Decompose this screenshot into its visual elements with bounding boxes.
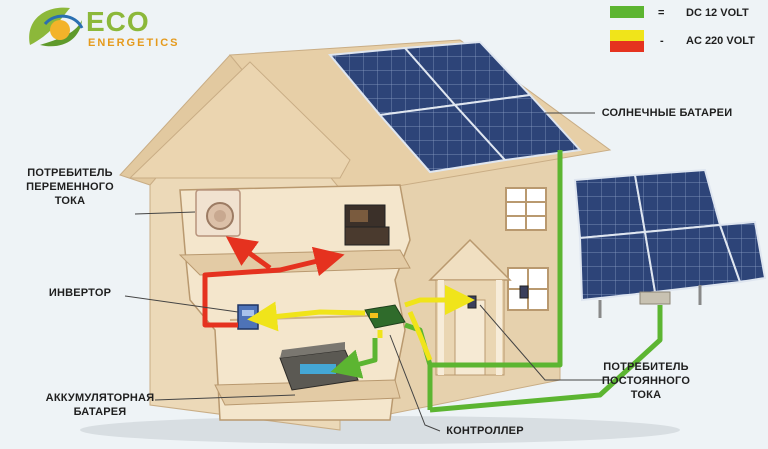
ac-red-wires <box>202 236 345 328</box>
label-ac-consumer: ПОТРЕБИТЕЛЬ ПЕРЕМЕННОГО ТОКА <box>26 167 114 207</box>
label-battery: АККУМУЛЯТОРНАЯ БАТАРЕЯ <box>45 392 155 418</box>
legend-ac-swatch-yellow <box>610 30 644 41</box>
legend-ac-swatch-red <box>610 41 644 52</box>
legend-dc-text: DC 12 VOLT <box>686 7 749 19</box>
label-solar-panels: СОЛНЕЧНЫЕ БАТАРЕИ <box>601 107 733 119</box>
roof-gable-edge <box>128 61 351 179</box>
label-controller: КОНТРОЛЛЕР <box>446 425 524 437</box>
logo-brand: ECO <box>86 6 150 37</box>
roof-solar-panels <box>328 40 583 174</box>
legend-dc-symbol: = <box>658 7 665 19</box>
tv-icon <box>344 204 390 246</box>
label-inverter: ИНВЕРТОР <box>48 287 112 299</box>
house-window <box>505 187 549 311</box>
ground-shadow <box>80 416 680 444</box>
ac-yellow-wires <box>247 285 475 361</box>
label-dc-consumer: ПОТРЕБИТЕЛЬ ПОСТОЯННОГО ТОКА <box>601 361 691 401</box>
legend-ac-text: AC 220 VOLT <box>686 35 755 47</box>
dc-wires <box>330 150 663 413</box>
ground-solar-panels <box>573 168 767 318</box>
leader-lines <box>124 112 612 432</box>
logo-subtitle: ENERGETICS <box>88 37 180 49</box>
eco-logo-icon <box>29 7 84 47</box>
controller-icon <box>364 304 406 329</box>
legend-dc-swatch <box>610 6 644 18</box>
legend-ac-symbol: - <box>660 35 664 47</box>
washing-machine-icon <box>195 189 241 237</box>
inverter-icon <box>237 304 259 330</box>
